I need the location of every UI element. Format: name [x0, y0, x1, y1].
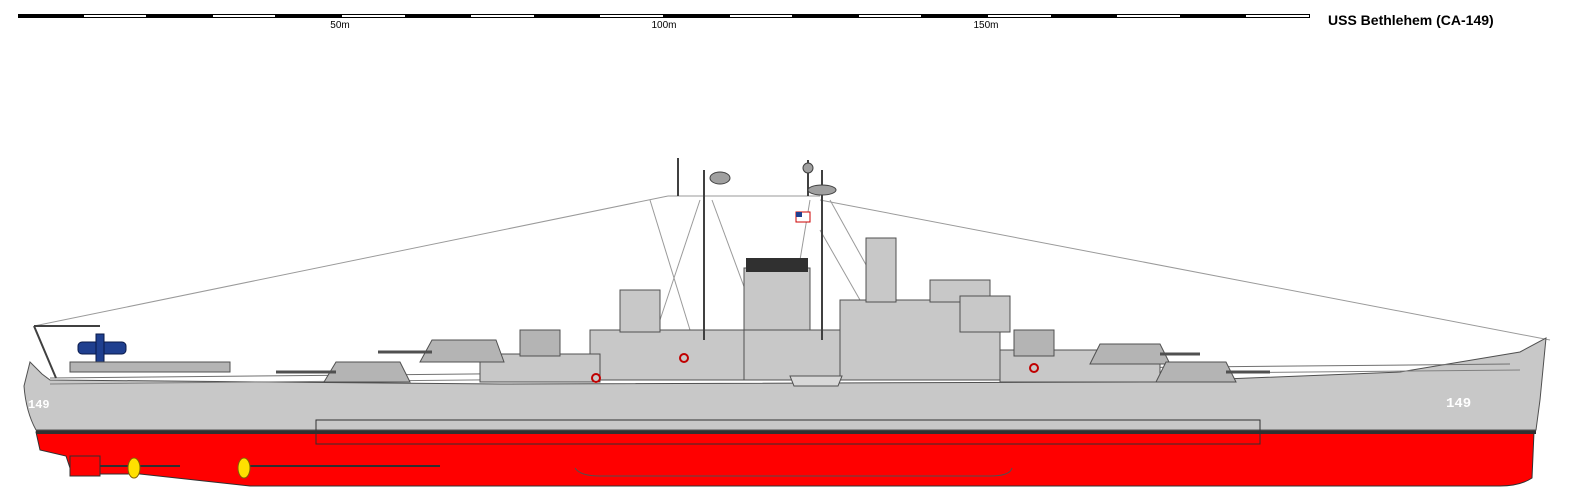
scale-segment	[341, 14, 406, 18]
lower-hull-red	[35, 431, 1535, 487]
scale-segment	[405, 14, 471, 18]
scale-segment	[793, 14, 858, 18]
scale-segment	[1245, 14, 1310, 18]
catapult	[69, 361, 231, 373]
funnel-cap	[746, 258, 808, 272]
bilge-keel	[574, 467, 1013, 477]
scale-segment	[82, 14, 148, 18]
armor-belt	[315, 419, 1261, 445]
scale-segment	[147, 14, 212, 18]
radar-antenna-icon	[709, 162, 837, 196]
rudder	[69, 455, 101, 477]
scale-segment	[599, 14, 664, 18]
scale-segment	[987, 14, 1052, 18]
superstructure	[479, 237, 1161, 383]
scale-segment	[470, 14, 535, 18]
aircraft-icon	[77, 333, 127, 363]
ship-title: USS Bethlehem (CA-149)	[1328, 12, 1494, 28]
scale-segment	[534, 14, 600, 18]
scale-segment	[1051, 14, 1117, 18]
rigging-lines	[33, 195, 1551, 341]
scale-segment	[922, 14, 987, 18]
scale-label-100m: 100m	[651, 20, 677, 31]
scale-segment	[211, 14, 277, 18]
scale-segment	[276, 14, 341, 18]
boot-topping	[36, 430, 1536, 434]
ships-boat	[789, 375, 843, 387]
scale-bar	[18, 14, 1310, 20]
propeller-icon	[127, 457, 251, 479]
scale-segment	[1180, 14, 1246, 18]
gun-barrels	[276, 350, 1270, 374]
scale-segment	[728, 14, 794, 18]
scale-segment	[857, 14, 923, 18]
hull-number-bow: 149	[28, 398, 50, 412]
scale-segment	[1116, 14, 1181, 18]
main-turrets	[323, 329, 1237, 383]
us-flag-icon	[795, 211, 811, 223]
scale-label-150m: 150m	[973, 20, 999, 31]
scale-segment	[664, 14, 729, 18]
scale-segment	[18, 14, 83, 18]
life-ring-icon	[591, 353, 1039, 383]
crane	[33, 325, 100, 379]
hull-number-stern: 149	[1446, 396, 1472, 412]
scale-label-50m: 50m	[330, 20, 350, 31]
